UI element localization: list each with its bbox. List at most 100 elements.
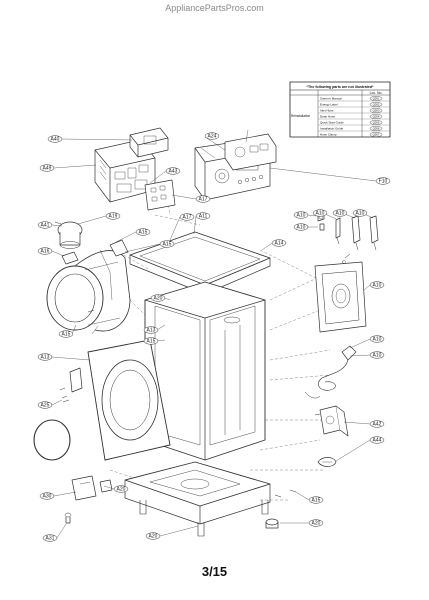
callout-label: A13 <box>41 355 50 361</box>
control-pcb <box>224 133 277 171</box>
callout-c31: A10 <box>369 351 385 359</box>
callout-c1: A40 <box>47 135 63 143</box>
legend-row-loc: Q002 <box>373 103 380 107</box>
callout-label: A10 <box>297 225 306 231</box>
callout-bubble <box>369 420 385 428</box>
callout-c23: F10 <box>375 177 391 185</box>
callout-label: A10 <box>336 211 345 217</box>
legend-row-desc: Quick Start Guide <box>320 121 344 125</box>
callout-c29: A10 <box>369 281 385 289</box>
callout-c11: A17 <box>179 213 195 221</box>
callout-label: A10 <box>356 211 365 217</box>
callout-bubble <box>369 335 385 343</box>
callout-bubble <box>39 492 55 500</box>
callout-label: A17 <box>183 215 192 221</box>
callout-label: A20 <box>149 534 158 540</box>
hose-fitting <box>61 239 129 265</box>
callout-bubble <box>143 337 159 345</box>
callout-bubble <box>271 239 287 247</box>
callout-c26: A10 <box>312 209 328 217</box>
callout-bubble <box>293 211 309 219</box>
callout-label: A41 <box>41 223 50 229</box>
callout-bubble <box>308 519 324 527</box>
callout-bubble <box>179 213 195 221</box>
pump-filter-cap <box>317 457 337 467</box>
callout-label: A17 <box>199 197 208 203</box>
callout-leaders <box>51 129 377 539</box>
legend-row-loc: Q006 <box>373 127 380 131</box>
legend-row-loc: Q001 <box>373 97 380 101</box>
callout-c21: A31 <box>42 534 58 542</box>
callout-bubble <box>37 247 53 255</box>
callout-bubble <box>58 330 74 338</box>
legend-row-desc: Inlet Hose <box>320 109 334 113</box>
callout-c14: A20 <box>150 294 166 302</box>
callout-c2: A49 <box>39 164 55 172</box>
callout-bubble <box>135 228 151 236</box>
callout-c15: A13 <box>143 326 159 334</box>
callout-label: A20 <box>117 487 126 493</box>
callout-bubble <box>195 195 211 203</box>
callout-c32: A42 <box>369 420 385 428</box>
callout-label: A44 <box>373 438 382 444</box>
page-number: 3/15 <box>201 564 228 579</box>
callout-label: A30 <box>43 494 52 500</box>
door-gasket-ring <box>33 419 71 461</box>
callout-bubble <box>145 532 161 540</box>
callout-label: A15 <box>139 230 148 236</box>
callout-c25: A10 <box>293 223 309 231</box>
sub-pcb <box>144 179 176 211</box>
callout-bubble <box>113 485 129 493</box>
legend-row-loc: Q003 <box>373 109 380 113</box>
callout-bubble <box>150 294 166 302</box>
callout-label: A25 <box>41 403 50 409</box>
callout-bubble <box>352 209 368 217</box>
callout-c35: A20 <box>308 519 324 527</box>
callout-bubble <box>369 281 385 289</box>
callout-bubble <box>204 132 220 140</box>
callout-label: A10 <box>316 211 325 217</box>
callout-c33: A44 <box>369 436 385 444</box>
callout-c8: A15 <box>135 228 151 236</box>
callout-bubble <box>369 436 385 444</box>
power-cord <box>304 345 357 399</box>
callout-label: A15 <box>62 332 71 338</box>
not-illustrated-parts-table: *The following parts are not illustrated… <box>289 81 391 138</box>
callout-c20: A20 <box>113 485 129 493</box>
callout-c3: A43 <box>165 167 181 175</box>
assembly-guide-lines <box>109 139 346 510</box>
callout-label: A42 <box>373 422 382 428</box>
leveling-legs <box>139 500 279 537</box>
legend-row-loc: Q005 <box>373 121 380 125</box>
legend-title: *The following parts are not illustrated… <box>307 85 374 89</box>
callout-label: A24 <box>208 134 217 140</box>
legend-group: Reinstallation <box>291 114 310 118</box>
callout-bubble <box>47 135 63 143</box>
callout-c18: A25 <box>37 401 53 409</box>
callout-c19: A30 <box>39 492 55 500</box>
legend-row-loc: Q007 <box>373 133 380 137</box>
callout-label: F10 <box>379 179 388 185</box>
door-frame <box>87 339 171 461</box>
callout-label: A43 <box>169 169 178 175</box>
callout-c17: A13 <box>37 353 53 361</box>
callout-bubble <box>375 177 391 185</box>
watermark: AppliancePartsPros.com <box>165 3 264 13</box>
callout-c4: A17 <box>195 195 211 203</box>
callout-label: A14 <box>275 241 284 247</box>
legend-row-loc: Q004 <box>373 115 380 119</box>
callout-bubble <box>37 353 53 361</box>
callout-label: A16 <box>41 249 50 255</box>
callout-label: A10 <box>373 337 382 343</box>
callout-bubble <box>369 351 385 359</box>
screws <box>54 221 351 498</box>
callout-c13: A14 <box>271 239 287 247</box>
callout-c9: A15 <box>159 240 175 248</box>
rear-cover <box>314 260 367 333</box>
callout-bubble <box>308 496 324 504</box>
callout-label: A19 <box>109 214 118 220</box>
callout-label: A31 <box>46 536 55 542</box>
callout-c10: A15 <box>58 330 74 338</box>
callout-bubble <box>159 240 175 248</box>
